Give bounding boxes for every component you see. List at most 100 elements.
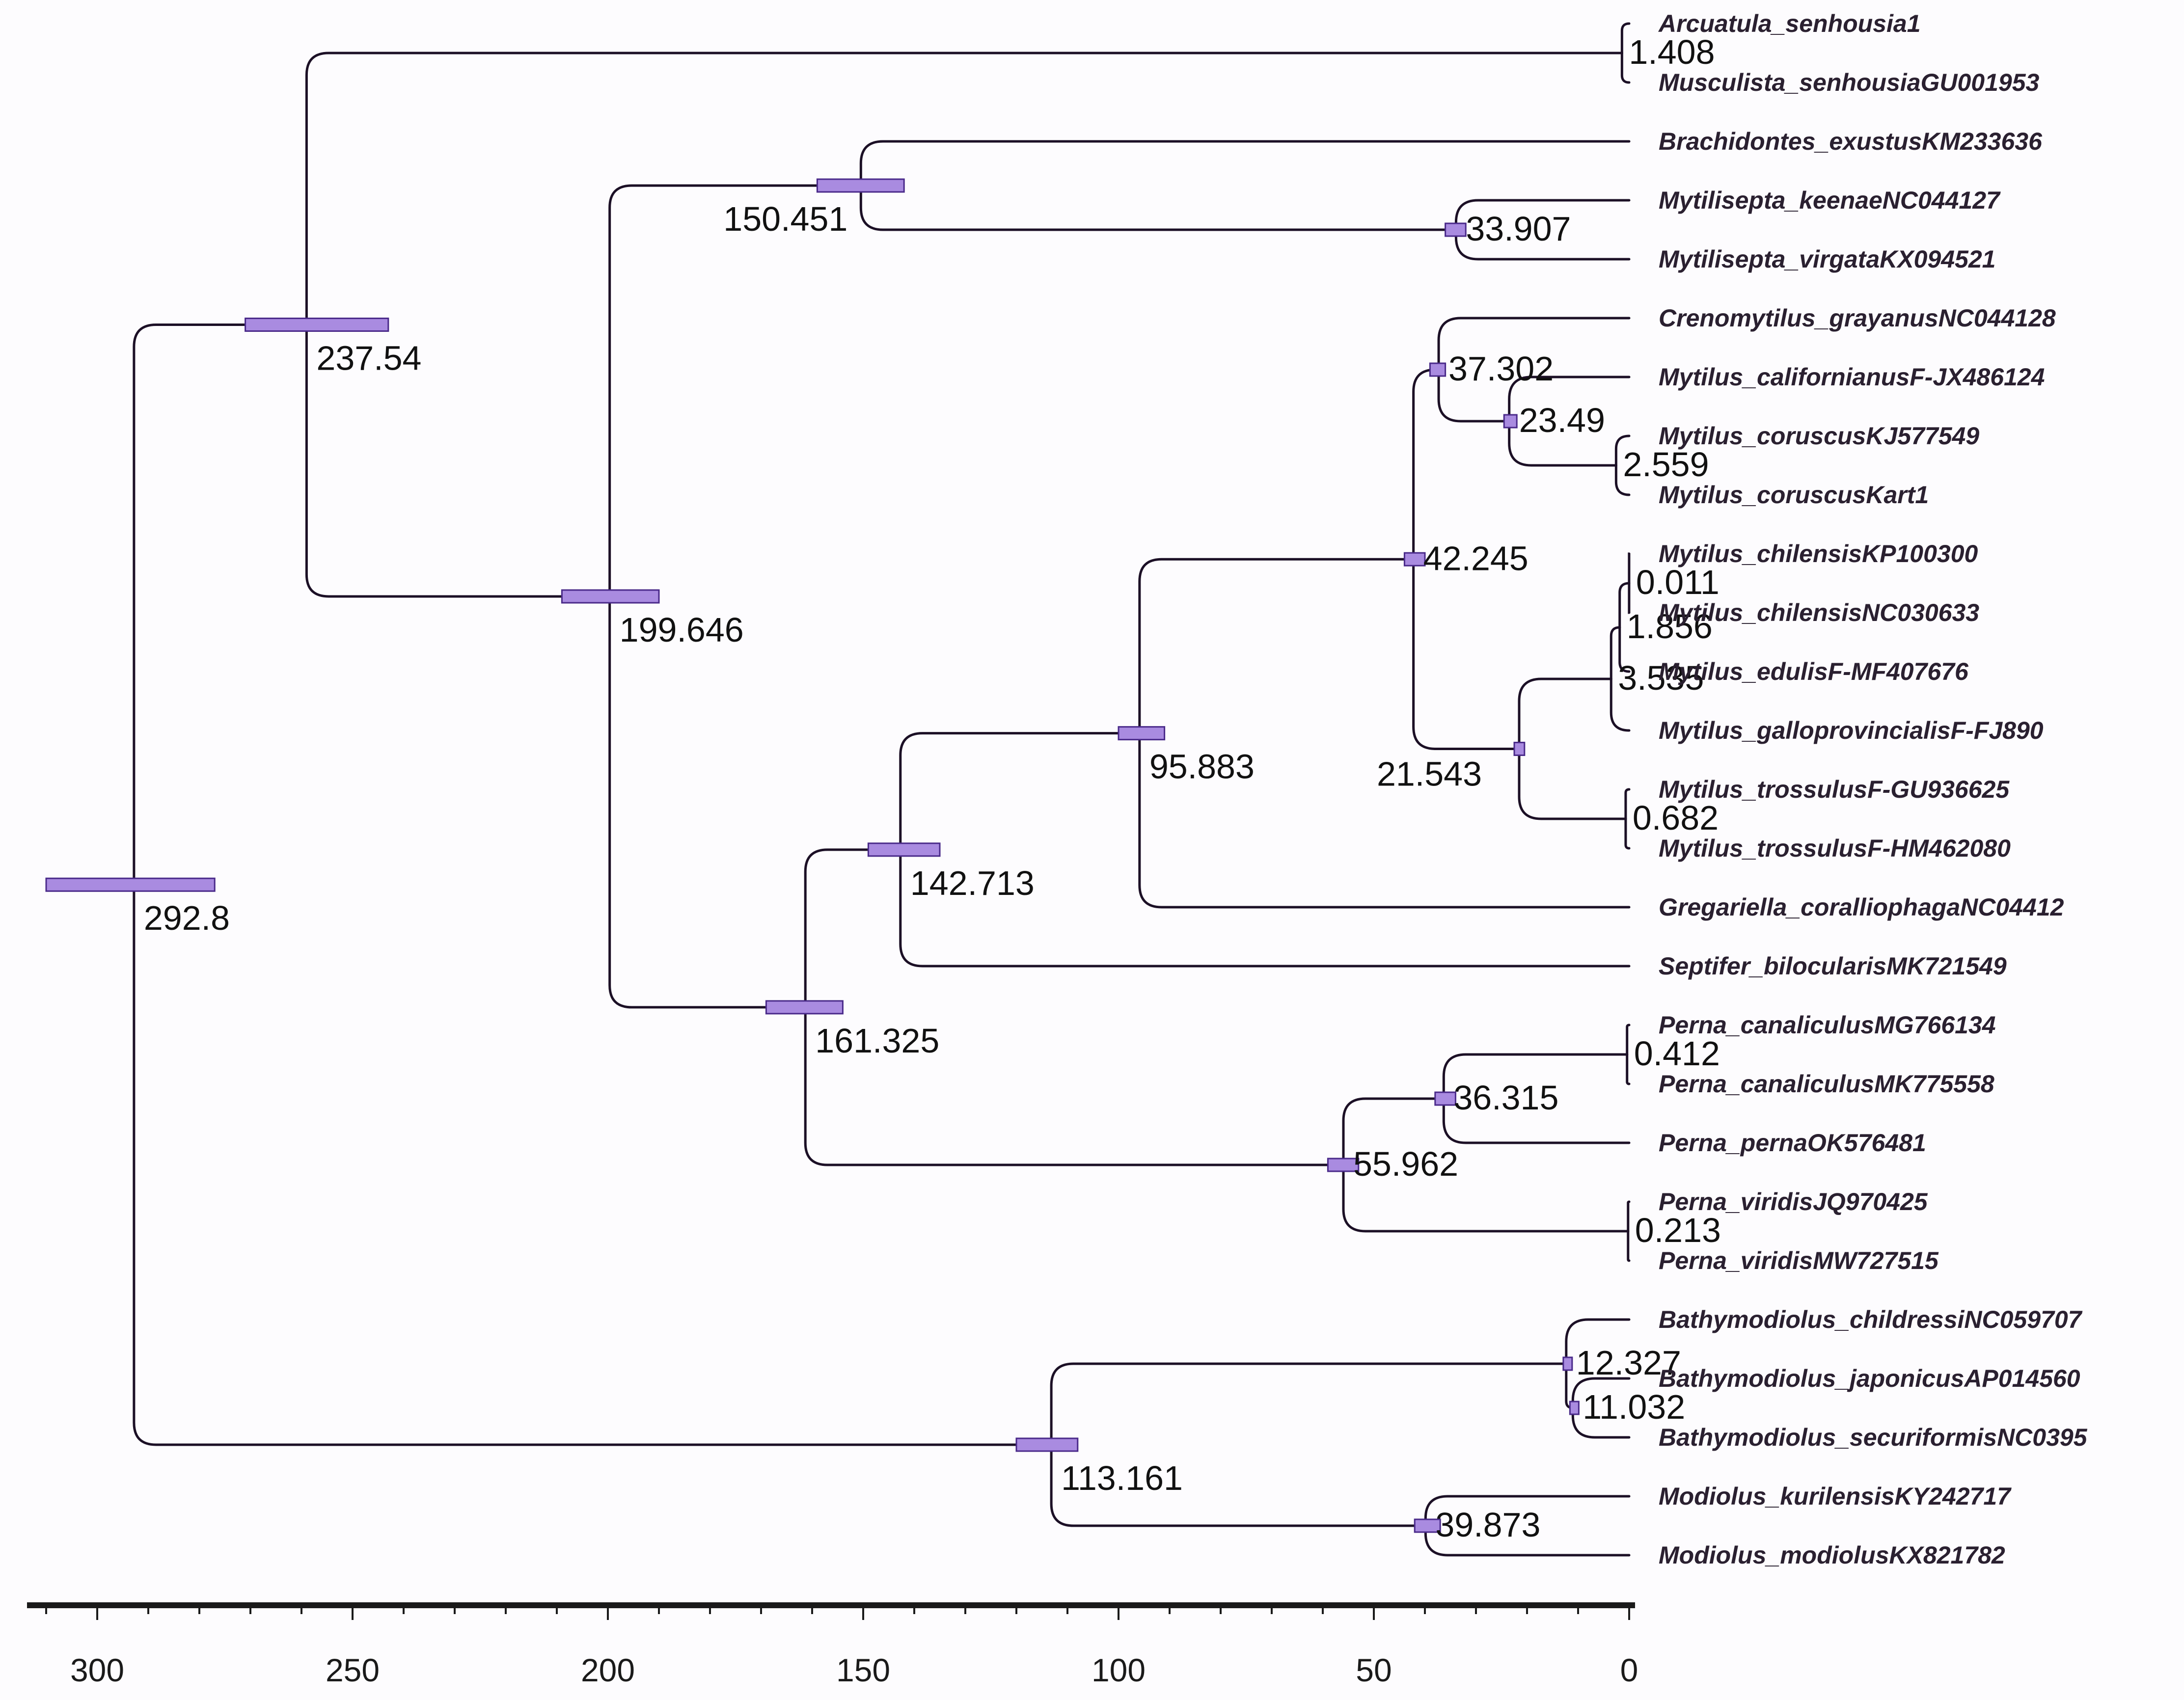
node-age-label-n10: 37.302 (1448, 350, 1554, 388)
branch-n11-n12 (1508, 420, 1617, 467)
branch-n3-n6 (608, 595, 807, 1009)
tip-label-t5: Mytilisepta_virgataKX094521 (1659, 245, 1995, 273)
node-age-label-n20: 113.161 (1061, 1459, 1183, 1497)
tip-label-t14: Mytilus_trossulusF-GU936625 (1659, 776, 2010, 803)
node-age-label-n17: 36.315 (1453, 1079, 1558, 1117)
tip-label-t23: Bathymodiolus_childressiNC059707 (1659, 1306, 2083, 1333)
node-age-label-n2: 1.408 (1629, 33, 1715, 71)
node-age-label-n22: 11.032 (1583, 1388, 1685, 1426)
node-age-label-n4: 150.451 (723, 200, 847, 238)
node-age-label-n1: 237.54 (316, 339, 421, 377)
node-age-label-n14b: 0.011 (1636, 563, 1720, 601)
node-age-label-n18: 0.213 (1635, 1211, 1721, 1249)
hpd-bar-n11 (1503, 414, 1518, 429)
node-age-label-n13: 21.543 (1377, 755, 1482, 793)
branch-n1-n2 (305, 52, 1623, 326)
node-age-label-n15: 0.682 (1633, 799, 1719, 837)
tip-label-t21: Perna_viridisJQ970425 (1659, 1188, 1928, 1215)
axis-tick-label-200: 200 (581, 1652, 635, 1688)
axis-tick-label-100: 100 (1092, 1652, 1146, 1688)
tip-label-t19: Perna_canaliculusMK775558 (1659, 1070, 1994, 1098)
axis-tick-label-250: 250 (326, 1652, 380, 1688)
branch-n8-n9 (1138, 558, 1415, 735)
branch-n7-n8 (899, 732, 1141, 851)
hpd-bar-root (45, 877, 216, 892)
branch-n6-n16 (804, 1006, 1345, 1166)
branch-n18-t21 (1627, 1200, 1631, 1233)
tip-label-t18: Perna_canaliculusMG766134 (1659, 1011, 1996, 1039)
node-age-label-root: 292.8 (144, 899, 230, 937)
hpd-bar-n21 (1562, 1356, 1573, 1371)
branch-n2-t1 (1620, 22, 1631, 54)
branch-n11-t7 (1508, 376, 1631, 423)
tip-label-t20: Perna_pernaOK576481 (1659, 1129, 1926, 1157)
hpd-bar-n20 (1015, 1437, 1079, 1452)
axis-tick-label-300: 300 (70, 1652, 124, 1688)
branch-n8-t16 (1138, 732, 1631, 909)
hpd-bar-n16 (1327, 1158, 1360, 1172)
tip-label-t8: Mytilus_coruscusKJ577549 (1659, 422, 1979, 450)
branch-root-n1 (133, 323, 308, 886)
node-age-label-n16: 55.962 (1353, 1145, 1458, 1183)
tip-label-t2: Musculista_senhousiaGU001953 (1659, 69, 2040, 96)
hpd-bar-n10 (1429, 362, 1447, 377)
node-age-label-n17a: 0.412 (1634, 1034, 1720, 1073)
tip-label-t7: Mytilus_californianusF-JX486124 (1659, 363, 2045, 391)
branch-n15-t15 (1624, 817, 1631, 850)
branch-n13-n14 (1518, 677, 1612, 750)
branch-n17a-t19 (1626, 1053, 1631, 1085)
branch-n23-t27 (1424, 1524, 1631, 1557)
tip-label-t10: Mytilus_chilensisKP100300 (1659, 540, 1978, 567)
branch-n16-n18 (1342, 1163, 1630, 1233)
node-age-label-n8: 95.883 (1149, 748, 1255, 786)
hpd-bar-n22 (1569, 1401, 1580, 1415)
branch-n22-t25 (1571, 1406, 1631, 1439)
branch-n17-t20 (1442, 1097, 1631, 1144)
hpd-bar-n8 (1118, 726, 1166, 741)
branch-n13-n15 (1518, 748, 1627, 820)
branch-n14-n14a (1610, 626, 1621, 680)
axis-tick-label-50: 50 (1356, 1652, 1392, 1688)
tip-label-t6: Crenomytilus_grayanusNC044128 (1659, 304, 2056, 332)
branch-n4-n5 (859, 184, 1457, 231)
branch-n9-n13 (1412, 558, 1521, 750)
branch-n12-t9 (1614, 464, 1631, 496)
tip-label-t11: Mytilus_chilensisNC030633 (1659, 599, 1979, 626)
branches (133, 22, 1631, 1557)
node-age-label-n11: 23.49 (1519, 401, 1605, 439)
hpd-bar-n6 (765, 1000, 844, 1015)
node-age-label-n21: 12.327 (1576, 1344, 1681, 1382)
node-age-label-n23: 39.873 (1435, 1506, 1540, 1544)
branch-n14a-n14b (1618, 582, 1631, 629)
hpd-bar-n3 (561, 589, 660, 604)
tip-label-t16: Gregariella_coralliophagaNC04412 (1659, 893, 2064, 921)
branch-root-n20 (133, 883, 1053, 1446)
branch-n1-n3 (305, 323, 611, 598)
node-age-label-n12: 2.559 (1623, 445, 1709, 484)
branch-n22-t24 (1571, 1377, 1631, 1409)
tip-label-t1: Arcuatula_senhousia1 (1658, 10, 1921, 37)
node-age-label-n3: 199.646 (620, 611, 744, 649)
branch-n20-n21 (1050, 1362, 1568, 1446)
branch-n10-n11 (1437, 368, 1511, 423)
hpd-bar-n5 (1445, 222, 1467, 237)
branch-n14a-t12 (1618, 626, 1631, 673)
hpd-bar-n17 (1434, 1091, 1456, 1106)
tip-label-t25: Bathymodiolus_securiformisNC0395 (1659, 1424, 2088, 1451)
axis-tick-label-150: 150 (836, 1652, 890, 1688)
branch-n3-n4 (608, 184, 862, 598)
node-age-label-n9: 42.245 (1423, 539, 1529, 577)
node-age-label-n14: 3.535 (1618, 659, 1704, 697)
tip-label-t13: Mytilus_galloprovincialisF-FJ890 (1659, 717, 2044, 744)
tip-label-t12: Mytilus_edulisF-MF407676 (1659, 658, 1969, 685)
branch-n17a-t18 (1626, 1024, 1631, 1056)
branch-n6-n7 (804, 848, 902, 1009)
tip-label-t24: Bathymodiolus_japonicusAP014560 (1659, 1365, 2080, 1392)
hpd-bar-n1 (245, 317, 389, 332)
branch-n21-t23 (1565, 1318, 1631, 1365)
branch-n10-t6 (1437, 317, 1631, 371)
tip-label-t17: Septifer_bilocularisMK721549 (1659, 952, 2007, 980)
branch-n9-n10 (1412, 368, 1440, 561)
